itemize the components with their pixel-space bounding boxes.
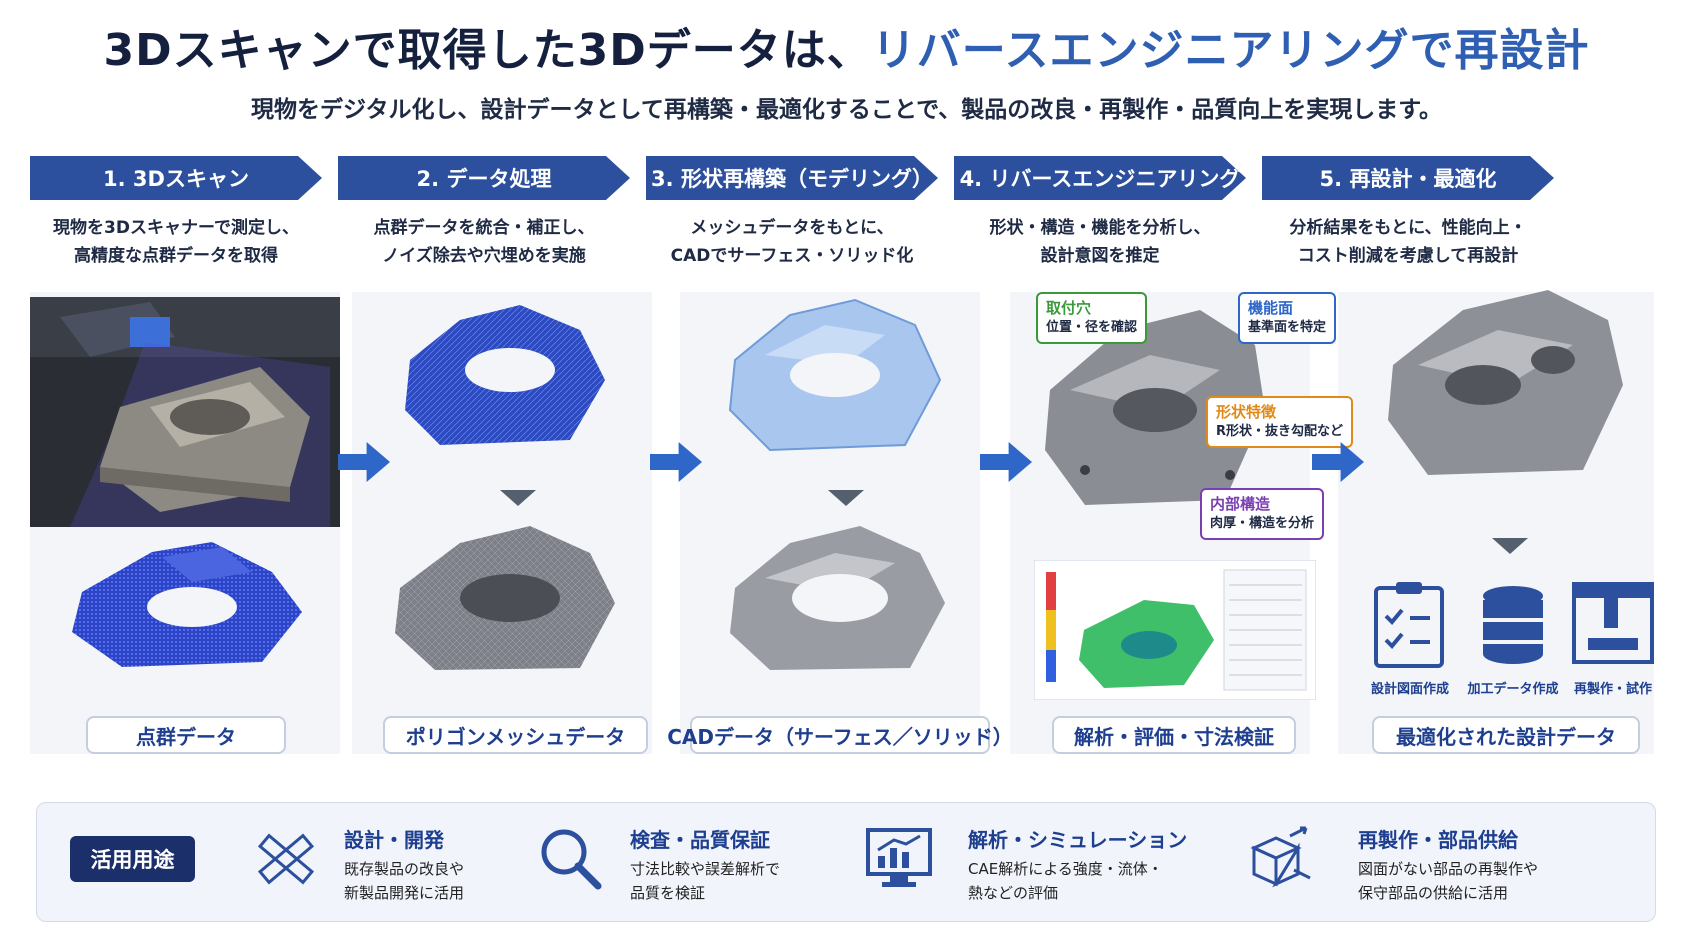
use-title-inspection: 検査・品質保証 bbox=[630, 828, 770, 852]
solid-cad-image bbox=[725, 518, 950, 673]
step-header-5: 5. 再設計・最適化 bbox=[1262, 156, 1554, 200]
use-line-inspection-2: 品質を検証 bbox=[630, 884, 706, 902]
callout-internal-structure: 内部構造肉厚・構造を分析 bbox=[1200, 488, 1325, 540]
step-desc-3: メッシュデータをもとに、CADでサーフェス・ソリッド化 bbox=[670, 218, 914, 266]
analysis-screenshot bbox=[1033, 559, 1317, 701]
point-cloud-image bbox=[62, 532, 312, 672]
box-arrows-icon bbox=[1246, 826, 1316, 892]
clipboard-checklist-icon bbox=[1364, 578, 1454, 668]
use-line-design-2: 新製品開発に活用 bbox=[344, 884, 465, 902]
use-title-remanufacture: 再製作・部品供給 bbox=[1358, 828, 1518, 852]
down-arrow-2 bbox=[500, 490, 536, 506]
caption-optimized: 最適化された設計データ bbox=[1372, 716, 1640, 754]
output-label-machining-data: 加工データ作成 bbox=[1467, 682, 1559, 697]
page-subtitle: 現物をデジタル化し、設計データとして再構築・最適化することで、製品の改良・再製作… bbox=[251, 97, 1442, 123]
use-line-inspection-1: 寸法比較や誤差解析で bbox=[630, 860, 781, 878]
output-label-drawing: 設計図面作成 bbox=[1370, 682, 1449, 697]
step-desc-2: 点群データを統合・補正し、ノイズ除去や穴埋めを実施 bbox=[373, 218, 595, 266]
reverse-engineering-part-image bbox=[1040, 300, 1270, 515]
step-header-2: 2. データ処理 bbox=[338, 156, 630, 200]
step-desc-1: 現物を3Dスキャナーで測定し、高精度な点群データを取得 bbox=[53, 218, 299, 266]
step-header-4: 4. リバースエンジニアリング bbox=[954, 156, 1246, 200]
scan-photo bbox=[30, 297, 340, 527]
title-main: 3Dスキャンで取得した3Dデータは、 bbox=[103, 25, 872, 76]
magnifier-icon bbox=[536, 826, 606, 892]
caption-point-cloud: 点群データ bbox=[86, 716, 286, 754]
title-accent: リバースエンジニアリングで再設計 bbox=[871, 25, 1590, 76]
use-line-remanufacture-1: 図面がない部品の再製作や bbox=[1358, 860, 1539, 878]
use-line-remanufacture-2: 保守部品の供給に活用 bbox=[1358, 884, 1509, 902]
step-header-3: 3. 形状再構築（モデリング） bbox=[646, 156, 938, 200]
optimized-part-image bbox=[1378, 280, 1628, 480]
use-line-simulation-1: CAE解析による強度・流体・ bbox=[968, 860, 1163, 878]
down-arrow-5 bbox=[1492, 538, 1528, 554]
step-desc-4: 形状・構造・機能を分析し、設計意図を推定 bbox=[989, 218, 1211, 266]
caption-polygon-mesh: ポリゴンメッシュデータ bbox=[383, 716, 648, 754]
step-desc-5: 分析結果をもとに、性能向上・コスト削減を考慮して再設計 bbox=[1289, 218, 1527, 266]
down-arrow-3 bbox=[828, 490, 864, 506]
ruler-pencil-icon bbox=[250, 826, 320, 892]
use-title-design: 設計・開発 bbox=[344, 828, 444, 852]
use-line-simulation-2: 熱などの評価 bbox=[968, 884, 1059, 902]
monitor-chart-icon bbox=[864, 826, 934, 892]
caption-analysis: 解析・評価・寸法検証 bbox=[1052, 716, 1296, 754]
mesh-grey-image bbox=[390, 518, 620, 673]
uses-badge: 活用用途 bbox=[70, 836, 195, 882]
uses-section bbox=[36, 802, 1656, 922]
use-line-design-1: 既存製品の改良や bbox=[344, 860, 465, 878]
callout-mounting-holes: 取付穴位置・径を確認 bbox=[1036, 292, 1148, 344]
caption-cad: CADデータ（サーフェス／ソリッド） bbox=[667, 716, 1013, 754]
database-icon bbox=[1468, 578, 1558, 668]
page-title: 3Dスキャンで取得した3Dデータは、リバースエンジニアリングで再設計 bbox=[0, 14, 1693, 78]
mesh-blue-image bbox=[400, 300, 610, 450]
use-title-simulation: 解析・シミュレーション bbox=[968, 828, 1188, 852]
step-header-1: 1. 3Dスキャン bbox=[30, 156, 322, 200]
surface-blue-image bbox=[725, 295, 945, 455]
callout-functional-surface: 機能面基準面を特定 bbox=[1238, 292, 1337, 344]
machine-tool-icon bbox=[1568, 578, 1658, 668]
output-label-prototype: 再製作・試作 bbox=[1573, 682, 1652, 697]
